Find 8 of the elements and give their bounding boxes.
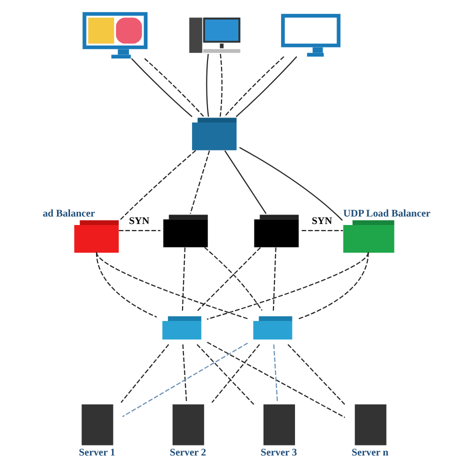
node-label: UDP Load Balancer: [342, 208, 430, 220]
edge-label: SYN: [128, 216, 149, 227]
node-label: ad Balancer: [42, 208, 95, 220]
edge-label: SYN: [311, 216, 332, 227]
node-label: Server 1: [78, 447, 115, 458]
node-label: Server n: [351, 447, 388, 458]
node-label: Server 3: [260, 447, 296, 458]
node-label: Server 2: [169, 447, 206, 458]
